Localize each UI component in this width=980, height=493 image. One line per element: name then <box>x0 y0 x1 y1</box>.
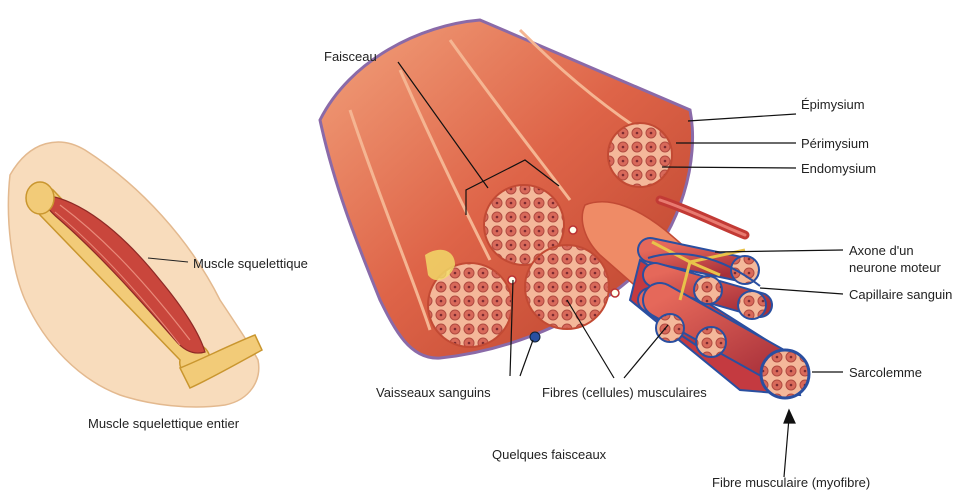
label-axone-line2: neurone moteur <box>849 260 941 275</box>
arm-illustration <box>8 142 262 407</box>
label-faisceau: Faisceau <box>324 49 377 64</box>
blood-vessel <box>611 289 619 297</box>
label-muscle-squelettique: Muscle squelettique <box>193 256 308 271</box>
label-fibres: Fibres (cellules) musculaires <box>542 385 707 400</box>
myofibre-bundle <box>630 242 809 398</box>
label-capillaire: Capillaire sanguin <box>849 287 952 302</box>
label-endomysium: Endomysium <box>801 161 876 176</box>
blood-vessel <box>569 226 577 234</box>
label-muscle-entier: Muscle squelettique entier <box>88 416 240 431</box>
myofibre-end <box>738 291 766 319</box>
fascicle-top-right <box>608 123 672 187</box>
label-sarcolemme: Sarcolemme <box>849 365 922 380</box>
label-epimysium: Épimysium <box>801 97 865 112</box>
blood-vessel <box>508 276 516 284</box>
label-axone-line1: Axone d'un <box>849 243 914 258</box>
myofibre-end <box>696 327 726 357</box>
label-perimysium: Périmysium <box>801 136 869 151</box>
fascicle-lower-middle <box>525 245 609 329</box>
myofibre-end <box>694 276 722 304</box>
label-vaisseaux: Vaisseaux sanguins <box>376 385 491 400</box>
label-fibre-musculaire: Fibre musculaire (myofibre) <box>712 475 870 490</box>
label-quelques: Quelques faisceaux <box>492 447 607 462</box>
myofibre-end <box>656 314 684 342</box>
myofibre-large-end <box>761 350 809 398</box>
blood-vessel <box>530 332 540 342</box>
